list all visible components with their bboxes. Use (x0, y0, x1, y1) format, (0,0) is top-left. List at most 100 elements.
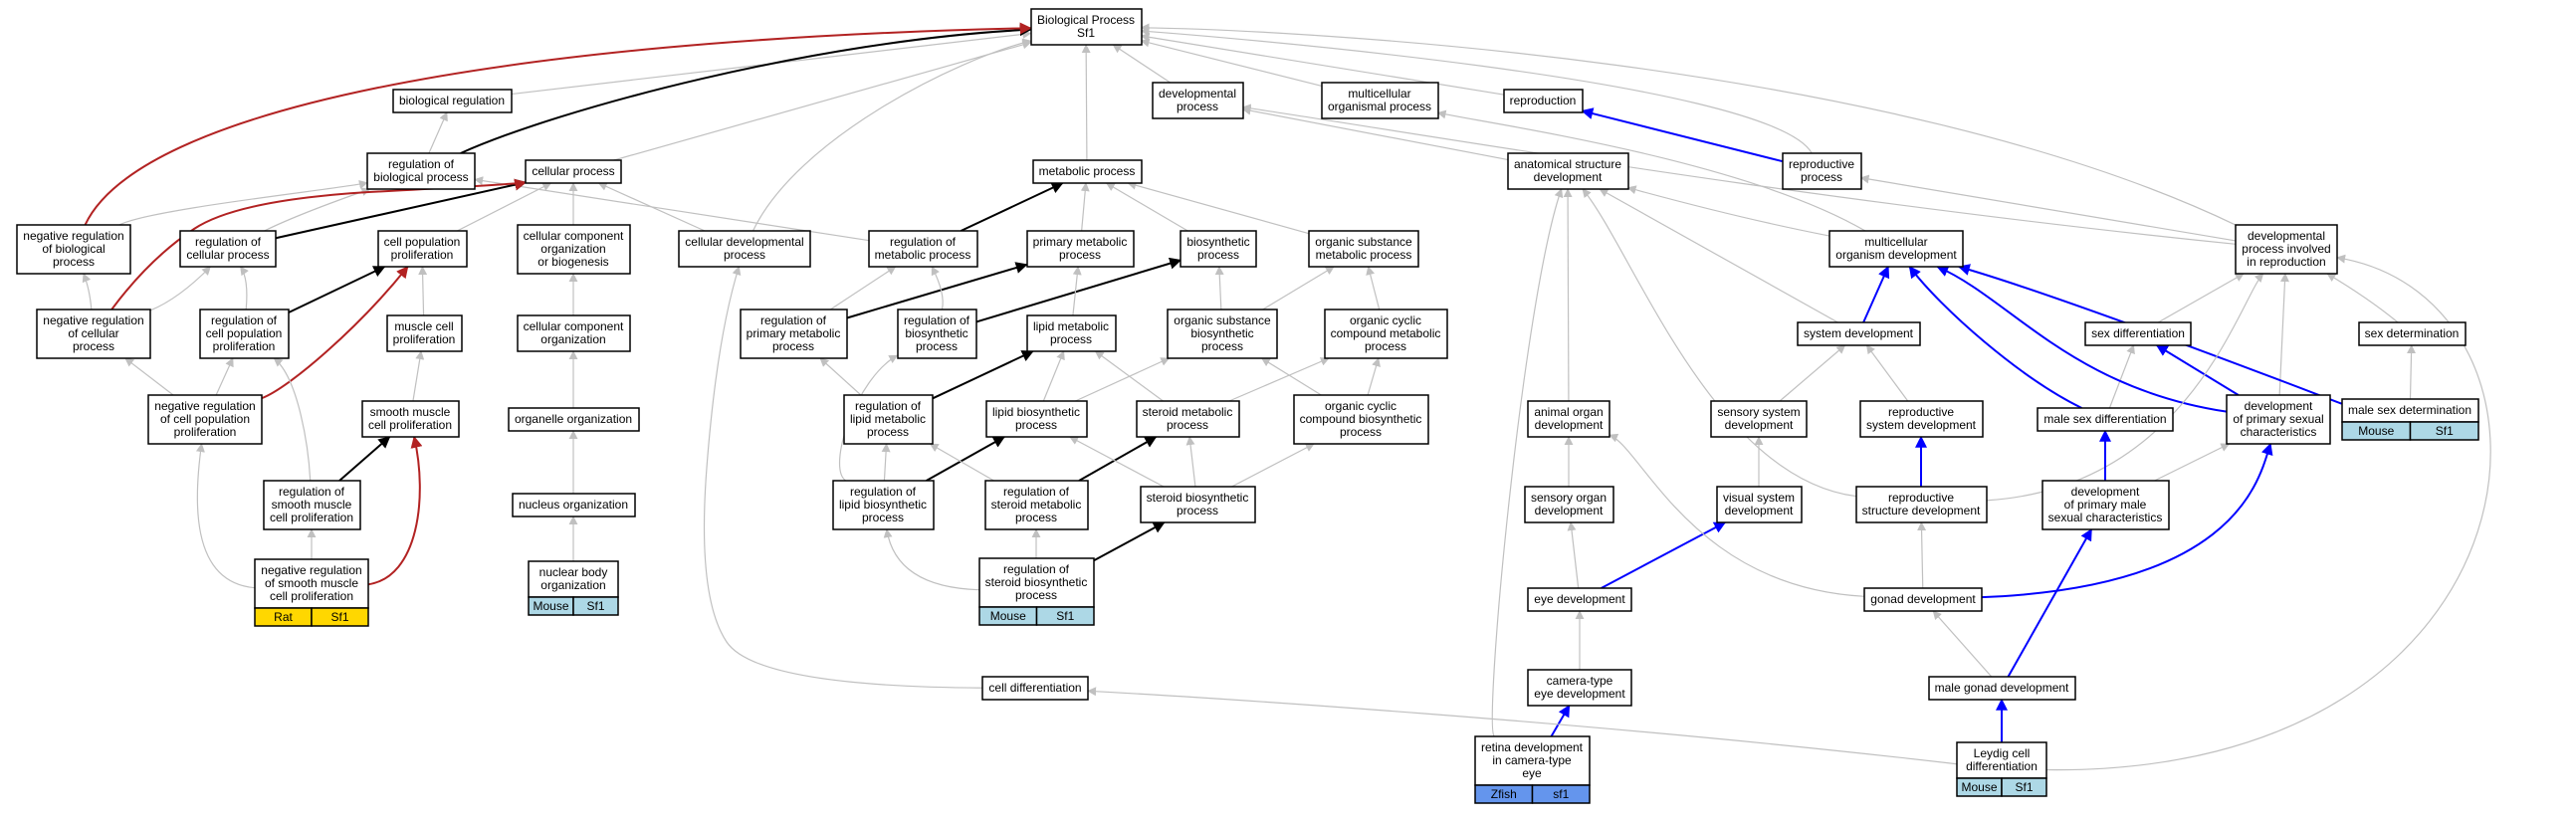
edge-grey-sexdet-to-devprocrepro (2326, 273, 2399, 323)
node-box (868, 230, 978, 268)
node-box (1324, 309, 1448, 359)
edge-grey-multorg-to-bp (1140, 38, 1322, 87)
species-badge-cell (1035, 606, 1095, 626)
node-label-line: differentiation (1966, 759, 2038, 773)
go-term-node-organelleorg[interactable]: organelle organization (508, 407, 640, 432)
go-term-node-sysdev[interactable]: system development (1797, 321, 1921, 346)
go-term-node-sexdiff[interactable]: sex differentiation (2084, 321, 2192, 346)
node-box (525, 159, 622, 184)
go-term-node-celldiff[interactable]: cell differentiation (981, 676, 1089, 701)
edge-red-negregcp-to-cellproc (110, 178, 528, 310)
edge-grey-devprocrepro-to-reproproc (1859, 174, 2237, 242)
edge-black-regmetab-to-metab (960, 182, 1064, 232)
go-term-node-eyedev[interactable]: eye development (1527, 587, 1632, 612)
edge-grey-reproproc-to-bp (1140, 27, 1813, 154)
edge-grey-gonaddev-to-reprostrucdev (1917, 521, 1927, 589)
edge-grey-negregcp-to-regcp (149, 266, 211, 311)
node-label-line: process (916, 339, 958, 353)
edge-grey-multorgdev-to-multorg (1436, 109, 1866, 232)
node-label-line: process (1801, 170, 1842, 184)
species-label: Mouse (2358, 424, 2394, 438)
node-box (361, 400, 460, 438)
go-term-node-repro[interactable]: reproduction (1503, 89, 1584, 113)
go-term-node-cellproc[interactable]: cellular process (525, 159, 622, 184)
go-term-node-malesexdiff[interactable]: male sex differentiation (2037, 407, 2174, 432)
go-term-node-bioreg[interactable]: biological regulation (392, 89, 513, 113)
edge-grey-reglipidmetab-to-regprimmetab (819, 357, 862, 396)
go-term-node-metab[interactable]: metabolic process (1032, 159, 1143, 184)
node-label-line: proliferation (391, 248, 454, 262)
edge-black-regcpprolif-to-cpprolif (288, 266, 386, 314)
edge-grey-regsteroidmetab-to-reglipidmetab (929, 443, 994, 482)
node-label-line: compound biosynthetic (1300, 412, 1422, 426)
node-box (508, 407, 640, 432)
node-box (1782, 152, 1862, 190)
node-box (512, 493, 636, 517)
go-term-node-malegonad[interactable]: male gonad development (1928, 676, 2076, 701)
edge-grey-steroidbiosyn-to-lipidbiosyn (1069, 436, 1165, 488)
node-box (1859, 400, 1984, 438)
node-label-line: cellular component (524, 319, 624, 333)
go-term-node-nucorg[interactable]: nucleus organization (512, 493, 636, 517)
edge-grey-regsmcprolif-to-regcpprolif (273, 357, 312, 482)
node-label-line: organic substance (1315, 235, 1412, 249)
go-term-node-gonaddev[interactable]: gonad development (1863, 587, 1983, 612)
node-label-line: proliferation (393, 332, 456, 346)
node-box (377, 230, 468, 268)
go-term-node-sexdet[interactable]: sex determination (2358, 321, 2467, 346)
node-box (517, 314, 631, 352)
node-box (843, 394, 934, 445)
